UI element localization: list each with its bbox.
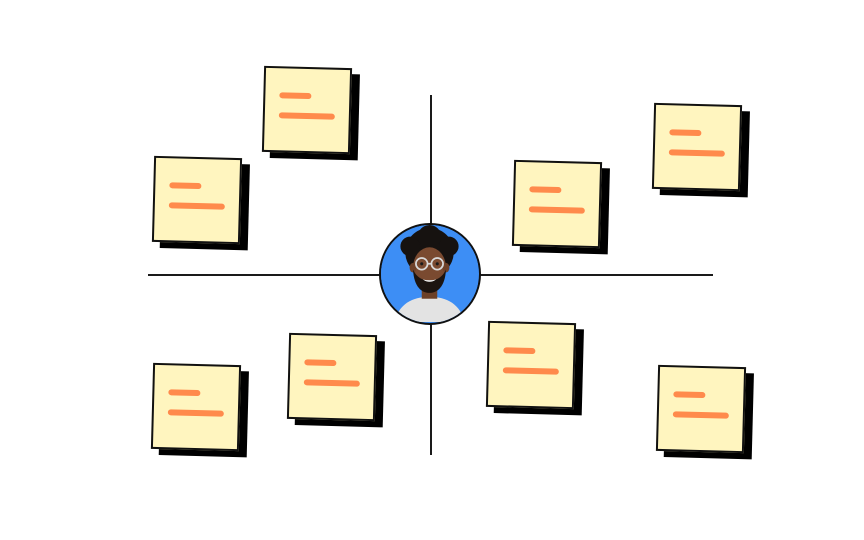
note-line-short xyxy=(529,186,562,194)
note-line-long xyxy=(303,379,360,387)
sticky-note[interactable] xyxy=(286,332,378,422)
sticky-note[interactable] xyxy=(151,155,243,245)
note-line-long xyxy=(672,411,729,419)
note-line-long xyxy=(502,367,559,375)
note-line-short xyxy=(503,347,536,355)
note-line-long xyxy=(278,112,335,120)
note-line-short xyxy=(669,129,702,137)
sticky-note[interactable] xyxy=(485,320,577,410)
sticky-note[interactable] xyxy=(651,102,743,192)
note-line-short xyxy=(169,182,202,190)
note-line-short xyxy=(279,92,312,100)
person-portrait-icon xyxy=(381,225,478,322)
note-line-short xyxy=(673,391,706,399)
sticky-note[interactable] xyxy=(511,159,603,249)
note-line-long xyxy=(668,149,725,157)
note-line-long xyxy=(528,206,585,214)
sticky-note[interactable] xyxy=(150,362,242,452)
sticky-note[interactable] xyxy=(261,65,353,155)
sticky-note[interactable] xyxy=(655,364,747,454)
note-line-short xyxy=(168,389,201,397)
note-line-short xyxy=(304,359,337,367)
note-line-long xyxy=(168,202,225,210)
avatar[interactable] xyxy=(379,223,481,325)
note-line-long xyxy=(167,409,224,417)
